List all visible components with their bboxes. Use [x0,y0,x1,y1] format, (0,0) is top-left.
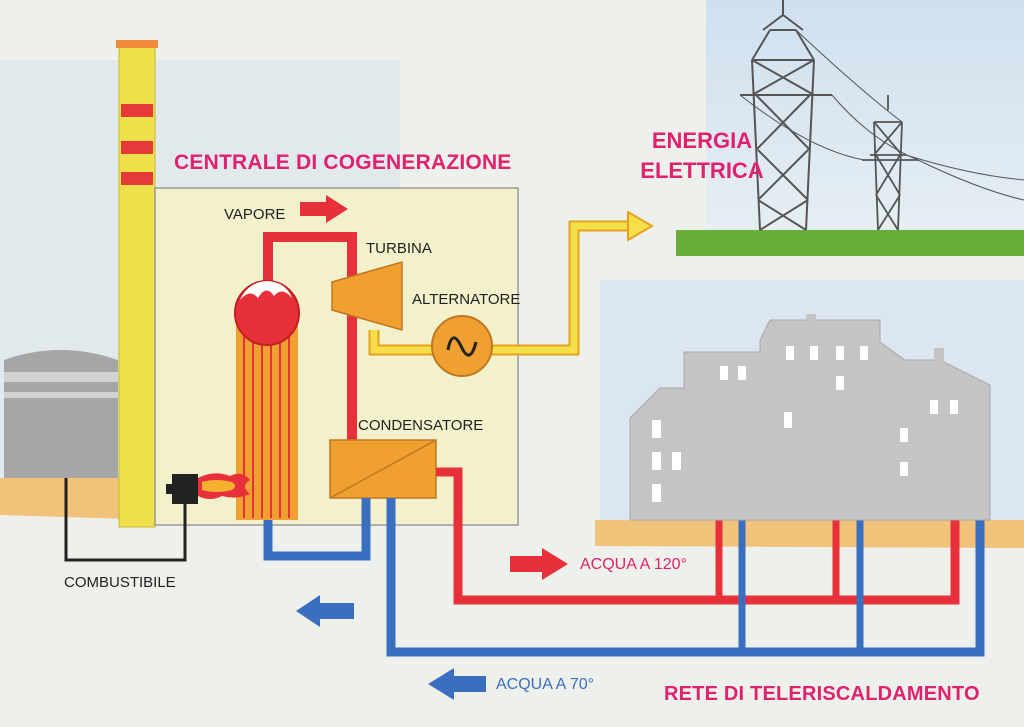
fuel-line [64,478,187,562]
hot-water-pipe [436,467,960,605]
hot-flow-arrow [510,548,568,580]
electric-energy-line1: ENERGIA [651,128,753,153]
cold-water-label: ACQUA A 70° [496,676,595,693]
storage-tank [4,350,118,478]
flame-icon [198,473,250,499]
condenser [329,439,437,499]
electric-energy-line2: ELETTRICA [640,158,764,183]
power-pylon-icon [740,0,832,231]
cold-water-pipe [386,498,985,657]
grass-strip [676,230,1024,256]
turbine [331,261,403,331]
fuel-label: COMBUSTIBILE [64,574,176,591]
alternator-label: ALTERNATORE [412,291,521,308]
condenser-label: CONDENSATORE [358,417,484,434]
chimney [116,40,158,528]
ground-city [595,520,1024,548]
sine-wave-icon [446,336,478,357]
hot-water-label: ACQUA A 120° [580,556,687,573]
cold-return-arrow [296,595,354,627]
boiler [234,280,300,520]
steam-direction-arrow [300,195,348,223]
power-pylon-icon [862,95,918,231]
steam-label: VAPORE [224,206,286,223]
turbine-label: TURBINA [366,240,432,257]
cold-water-plant-pipe [263,498,371,561]
diagram-title: CENTRALE DI COGENERAZIONE [174,151,512,174]
city-buildings [629,314,991,521]
cold-flow-arrow [428,668,486,700]
district-heating-label: RETE DI TELERISCALDAMENTO [664,683,980,705]
electricity-line [368,210,654,356]
burner [166,473,250,504]
alternator [431,315,493,377]
power-lines [739,29,1024,201]
electric-energy-label: ENERGIA ELETTRICA [636,126,768,186]
steam-pipe [263,232,357,445]
